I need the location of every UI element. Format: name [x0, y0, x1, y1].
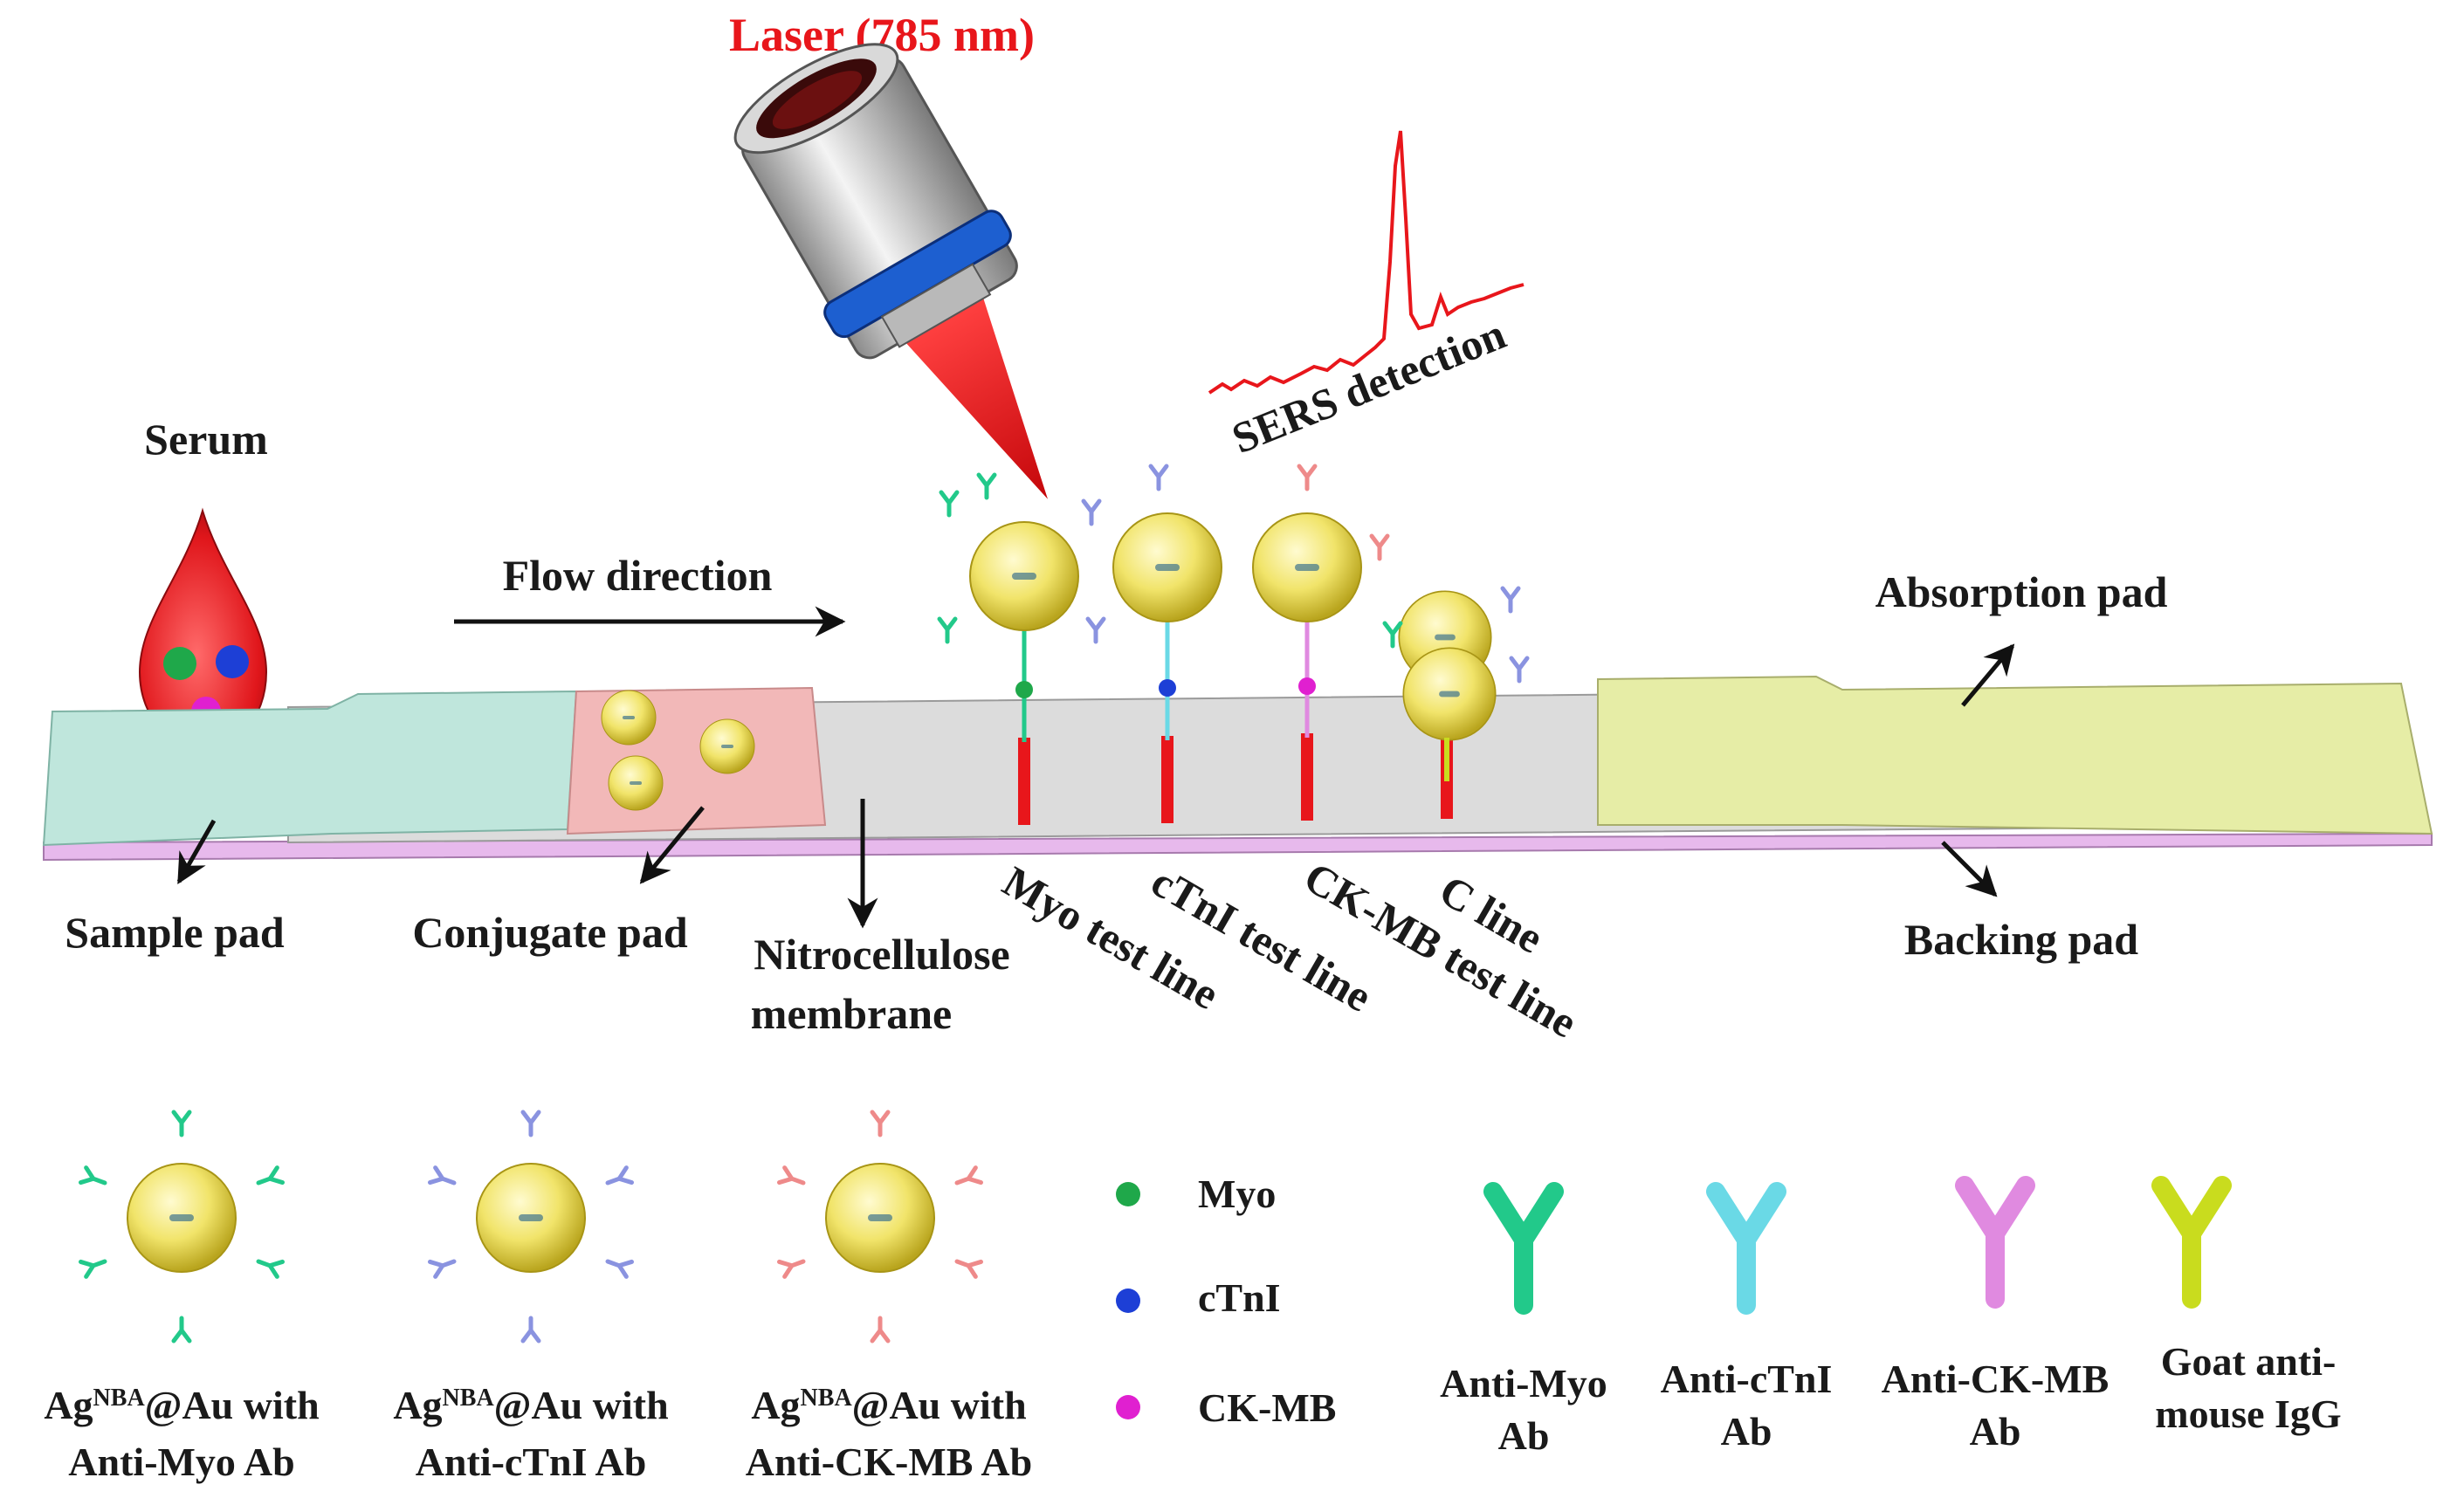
sample-pad	[42, 690, 578, 847]
serum-label: Serum	[144, 415, 268, 464]
flow-direction-label: Flow direction	[503, 551, 773, 600]
sers-detection-label: SERS detection	[1225, 309, 1512, 463]
legend-np-ctni-caption: AgNBA@Au with	[393, 1383, 668, 1427]
myo-test-line	[1018, 738, 1030, 825]
legend-np-ckmb	[779, 1112, 981, 1341]
legend-np-myo	[80, 1112, 282, 1341]
conjugate-pad-arrow	[639, 806, 705, 884]
legend: AgNBA@Au with Anti-Myo Ab AgNBA@Au with …	[44, 1112, 2342, 1484]
legend-anti-ctni-icon	[1706, 1182, 1786, 1315]
legend-ctni-dot-icon	[1116, 1289, 1140, 1313]
legend-myo-dot-icon	[1116, 1182, 1140, 1206]
myo-antigen-icon	[163, 647, 196, 680]
backing-pad-arrow	[1941, 841, 1998, 897]
captured-particles	[939, 466, 1527, 781]
absorption-pad-arrow	[1961, 643, 2015, 707]
legend-anti-ckmb-icon	[1955, 1176, 2035, 1309]
ctni-antigen-icon	[216, 645, 249, 678]
legend-goat-igg-label: Goat anti-	[2161, 1339, 2337, 1384]
conjugate-pad-label: Conjugate pad	[412, 908, 688, 957]
legend-anti-myo-label: Anti-Myo	[1440, 1361, 1607, 1405]
legend-ckmb-dot-icon	[1116, 1395, 1140, 1419]
legend-anti-ctni-label: Anti-cTnI	[1661, 1357, 1833, 1401]
sample-pad-arrow	[176, 819, 217, 885]
backing-pad-label: Backing pad	[1904, 915, 2138, 964]
legend-goat-igg-icon	[2151, 1176, 2232, 1309]
membrane-label-line2: membrane	[751, 989, 953, 1038]
absorption-pad-label: Absorption pad	[1876, 567, 2168, 616]
legend-anti-myo-icon	[1483, 1182, 1564, 1315]
laser-beam	[903, 294, 1048, 499]
legend-anti-ctni-label-2: Ab	[1721, 1409, 1772, 1453]
legend-np-ctni-caption-2: Anti-cTnI Ab	[416, 1440, 647, 1484]
legend-ckmb-label: CK-MB	[1198, 1385, 1336, 1430]
legend-np-ckmb-caption-2: Anti-CK-MB Ab	[746, 1440, 1032, 1484]
sample-pad-label: Sample pad	[65, 908, 285, 957]
ctni-test-line	[1161, 736, 1173, 823]
legend-ctni-label: cTnI	[1198, 1275, 1281, 1320]
legend-np-myo-caption: AgNBA@Au with	[44, 1383, 319, 1427]
sers-spectrum	[1208, 130, 1525, 395]
absorption-pad	[1597, 675, 2433, 835]
laser-device	[733, 43, 1048, 499]
membrane-label-line1: Nitrocellulose	[754, 930, 1009, 979]
legend-goat-igg-label-2: mouse IgG	[2155, 1392, 2341, 1436]
legend-anti-ckmb-label: Anti-CK-MB	[1882, 1357, 2110, 1401]
legend-np-ctni	[430, 1112, 631, 1341]
ckmb-test-line-label: CK-MB test line	[1297, 852, 1586, 1047]
legend-anti-myo-label-2: Ab	[1498, 1413, 1550, 1458]
legend-anti-ckmb-label-2: Ab	[1970, 1409, 2021, 1453]
test-strip	[42, 675, 2433, 862]
ckmb-test-line	[1301, 733, 1313, 821]
legend-np-myo-caption-2: Anti-Myo Ab	[68, 1440, 294, 1484]
legend-np-ckmb-caption: AgNBA@Au with	[751, 1383, 1026, 1427]
legend-myo-label: Myo	[1198, 1172, 1276, 1216]
